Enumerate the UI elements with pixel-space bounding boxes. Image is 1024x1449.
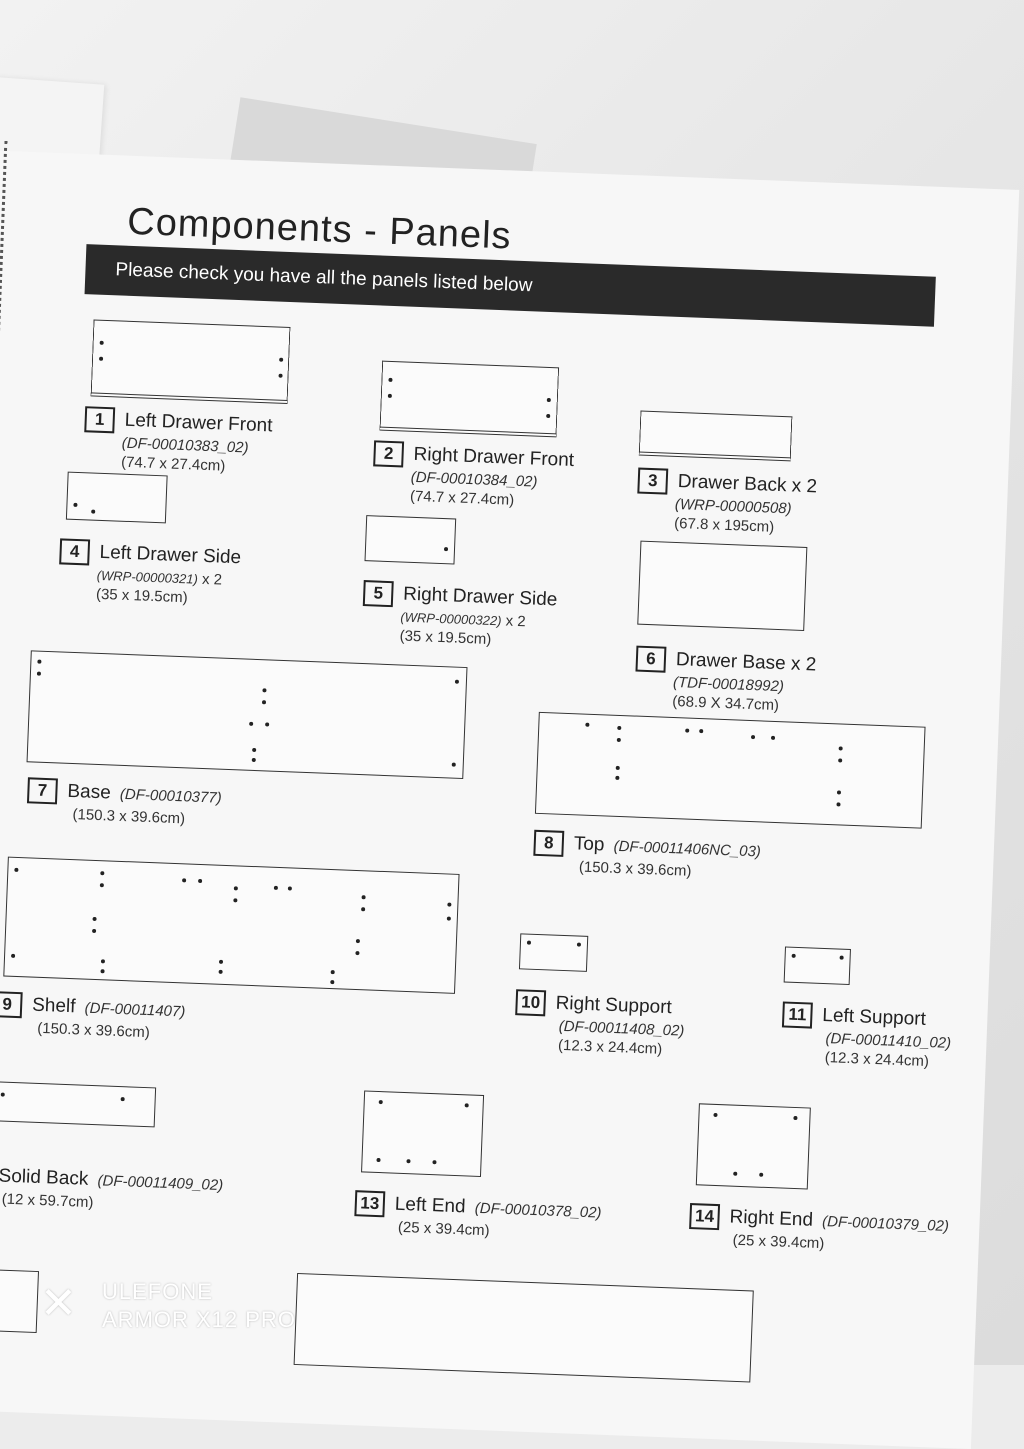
- panel-7-shape: [26, 650, 468, 780]
- panel-12-shape: [0, 1080, 157, 1128]
- header-subtitle: Please check you have all the panels lis…: [115, 259, 533, 297]
- panel-name: Left Support: [821, 1004, 927, 1030]
- panel-14-label: 14 Right End (DF-00010379_02) (25 x 39.4c…: [688, 1203, 949, 1258]
- panel-number: 9: [0, 991, 23, 1019]
- panel-dimensions: (67.8 x 195cm): [673, 514, 775, 536]
- panel-9-label: 9 Shelf (DF-00011407) (150.3 x 39.6cm): [0, 991, 186, 1043]
- panel-name: Right Drawer Side: [402, 583, 558, 611]
- panel-number: 13: [354, 1190, 386, 1218]
- panel-dimensions: (150.3 x 39.6cm): [36, 1019, 151, 1042]
- panel-14-shape: [695, 1103, 811, 1190]
- panel-9-shape: [3, 856, 460, 994]
- instruction-page: Components - Panels Please check you hav…: [0, 140, 1020, 1449]
- panel-name: Drawer Base x 2: [675, 649, 817, 676]
- panel-number: 11: [781, 1001, 813, 1029]
- panel-name: Top: [573, 833, 605, 856]
- panel-code: (DF-00011409_02): [97, 1172, 224, 1195]
- panel-number: 5: [362, 580, 394, 608]
- panel-10-shape: [518, 933, 589, 972]
- panel-12-label: 2Solid Back (DF-00011409_02) (12 x 59.7c…: [0, 1162, 224, 1217]
- perforation-line: [0, 140, 8, 1411]
- panel-quantity: x 2: [201, 570, 223, 589]
- watermark-model: ARMOR X12 PRO: [102, 1307, 296, 1332]
- panel-dimensions: (150.3 x 39.6cm): [72, 806, 186, 828]
- panel-13-shape: [361, 1090, 485, 1177]
- panel-number: 14: [689, 1203, 721, 1231]
- panel-name: Shelf: [31, 994, 76, 1018]
- watermark-x-icon: ✕: [40, 1279, 78, 1328]
- panel-dimensions: (150.3 x 39.6cm): [578, 858, 692, 880]
- panel-code: (DF-00011406NC_03): [613, 837, 762, 861]
- panel-name: Solid Back: [0, 1165, 89, 1190]
- panel-name: Base: [67, 780, 112, 804]
- panel-number: 7: [26, 777, 58, 805]
- panel-number: 1: [84, 406, 116, 434]
- panel-name: Left Drawer Front: [124, 409, 273, 437]
- panel-number: 2: [373, 440, 405, 468]
- partial-panel-shape: [0, 1268, 40, 1334]
- panel-3-shape: [638, 410, 793, 462]
- panel-quantity: x 2: [505, 612, 526, 631]
- panel-name: Right Support: [555, 992, 673, 1019]
- partial-panel-shape: [293, 1273, 754, 1383]
- panel-6-shape: [637, 540, 808, 631]
- panel-code: (WRP-00000322): [400, 609, 502, 629]
- panel-code: (DF-00010379_02): [821, 1213, 950, 1235]
- panel-7-label: 7 Base (DF-00010377) (150.3 x 39.6cm): [26, 777, 222, 829]
- panel-8-label: 8 Top (DF-00011406NC_03) (150.3 x 39.6cm): [533, 829, 762, 884]
- panel-dimensions: (25 x 39.4cm): [397, 1218, 490, 1240]
- panel-dimensions: (25 x 39.4cm): [732, 1231, 825, 1253]
- panel-name: Left Drawer Side: [99, 541, 242, 569]
- panel-name: Right End: [729, 1206, 814, 1231]
- panel-number: 3: [637, 467, 669, 495]
- panel-code: (WRP-00000321): [96, 567, 199, 587]
- panel-name: Left End: [394, 1193, 466, 1218]
- panel-dimensions: (68.9 X 34.7cm): [672, 692, 780, 715]
- panel-code: (DF-00010378_02): [474, 1199, 602, 1222]
- panel-code: (DF-00011407): [84, 999, 186, 1021]
- panel-code: (DF-00010377): [119, 785, 222, 807]
- panel-name: Right Drawer Front: [413, 443, 575, 472]
- panel-number: 10: [515, 989, 547, 1017]
- panel-8-shape: [534, 711, 926, 829]
- panel-number: 6: [635, 645, 667, 673]
- watermark-brand: ULEFONE: [102, 1279, 213, 1304]
- panel-1-shape: [90, 319, 291, 404]
- panel-11-shape: [783, 946, 851, 985]
- panel-number: 8: [533, 829, 565, 857]
- panel-number: 4: [59, 538, 91, 566]
- panel-5-shape: [364, 515, 457, 565]
- panel-13-label: 13 Left End (DF-00010378_02) (25 x 39.4cm…: [354, 1190, 602, 1244]
- panel-name: Drawer Back x 2: [677, 471, 818, 498]
- panel-4-shape: [65, 471, 168, 524]
- panel-2-shape: [379, 360, 560, 438]
